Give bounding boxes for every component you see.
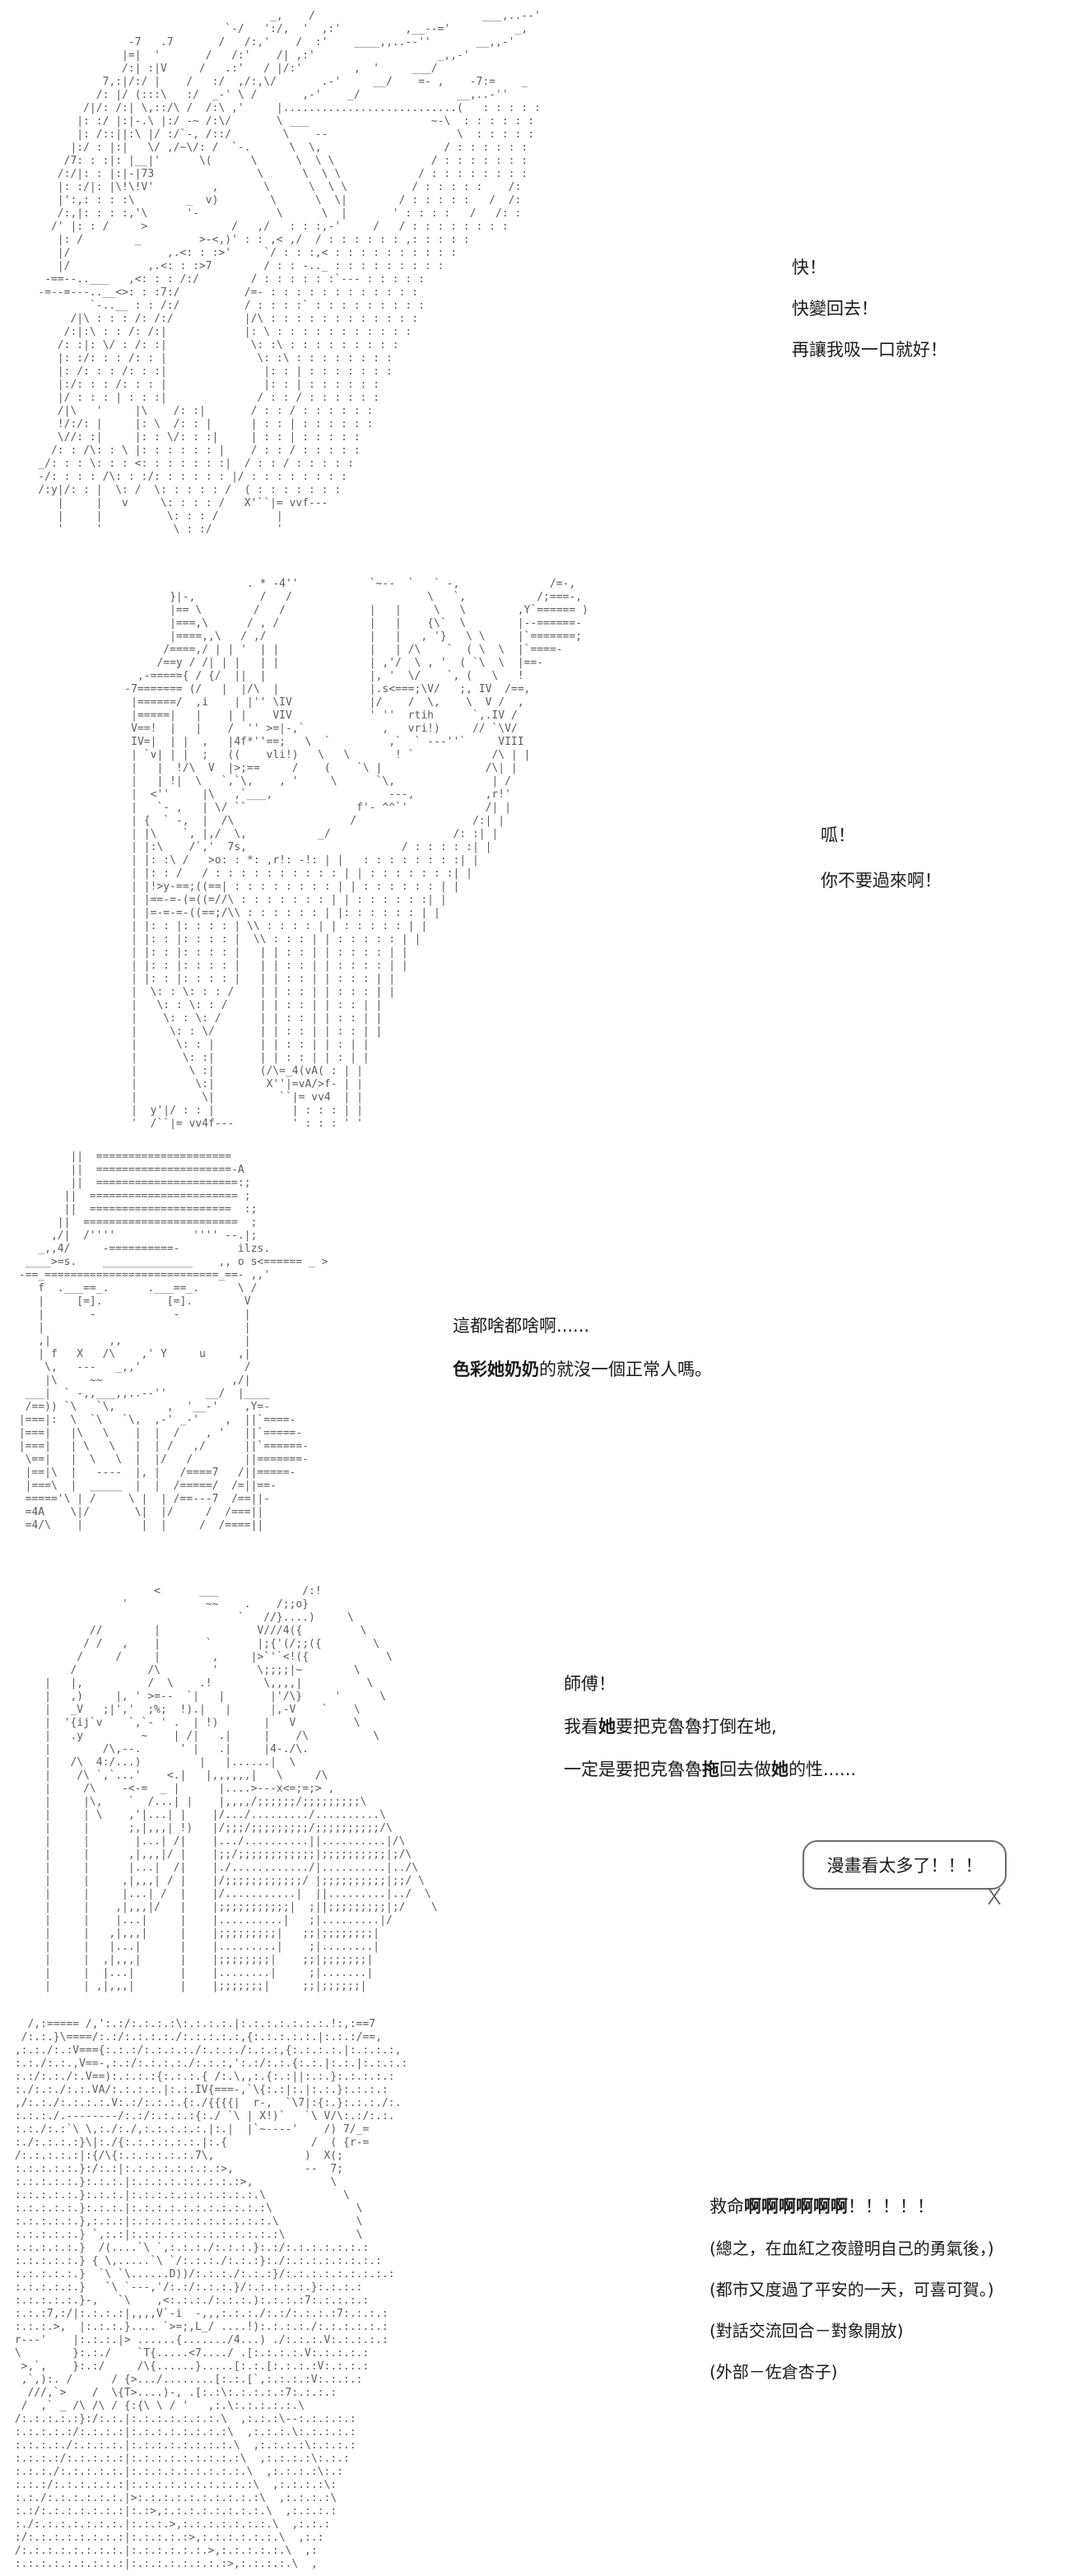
ascii-art-panel-4: < ___ /:! ' ~~ . /;;o} ` //}....) \ // |…: [44, 1585, 438, 1992]
dialogue-line: 一定是要把克魯魯拖回去做她的性......: [564, 1760, 857, 1779]
dialogue-4: 師傅！ 我看她要把克魯魯打倒在地, 一定是要把克魯魯拖回去做她的性......: [564, 1675, 856, 1779]
dialogue-line: 色彩她奶奶的就沒一個正常人嗎。: [453, 1360, 712, 1379]
dialogue-line: (對話交流回合－對象開放): [709, 2321, 904, 2341]
dialogue-line: 你不要過來啊！: [821, 871, 942, 890]
dialogue-line: (總之，在血紅之夜證明自己的勇氣後，): [709, 2239, 994, 2258]
speech-bubble-text: 漫畫看太多了！！！: [826, 1856, 983, 1876]
dialogue-line: 這都啥都啥啊......: [453, 1316, 590, 1336]
ascii-art-panel-5: /,:===== /,':.:/:.:.:.:\:.:.:.:.|:.:.:.:…: [14, 2018, 408, 2570]
dialogue-1: 快！ 快變回去！ 再讓我吸一口就好！: [792, 258, 947, 359]
dialogue-3: 這都啥都啥啊...... 色彩她奶奶的就沒一個正常人嗎。: [453, 1317, 712, 1379]
ascii-art-panel-3: || ===================== || ============…: [18, 1151, 328, 1532]
dialogue-line: 快變回去！: [792, 299, 878, 319]
dialogue-line: 快！: [792, 258, 826, 277]
bubble-tail-icon: [984, 1886, 1004, 1906]
dialogue-line: 呱！: [821, 825, 855, 845]
dialogue-line: 師傅！: [564, 1674, 616, 1694]
dialogue-line: 救命啊啊啊啊啊啊！！！！！: [709, 2197, 934, 2216]
dialogue-line: 我看她要把克魯魯打倒在地,: [564, 1717, 777, 1737]
dialogue-line: (都市又度過了平安的一天，可喜可賀。): [709, 2280, 994, 2299]
dialogue-5: 救命啊啊啊啊啊啊！！！！！ (總之，在血紅之夜證明自己的勇氣後，) (都市又度過…: [709, 2197, 994, 2381]
dialogue-line: 再讓我吸一口就好！: [792, 340, 947, 360]
dialogue-2: 呱！ 你不要過來啊！: [821, 826, 942, 890]
speech-bubble: 漫畫看太多了！！！: [802, 1840, 1007, 1890]
ascii-art-panel-1: _, / ___,..--' `-/ ':/, ' ,:' ,__--=' _,…: [38, 10, 541, 536]
ascii-art-panel-2: . * -4'' `~-- ` ` -, /=-, }|-, / / \ `, …: [124, 578, 588, 1130]
dialogue-line: (外部－佐倉杏子): [709, 2362, 838, 2382]
